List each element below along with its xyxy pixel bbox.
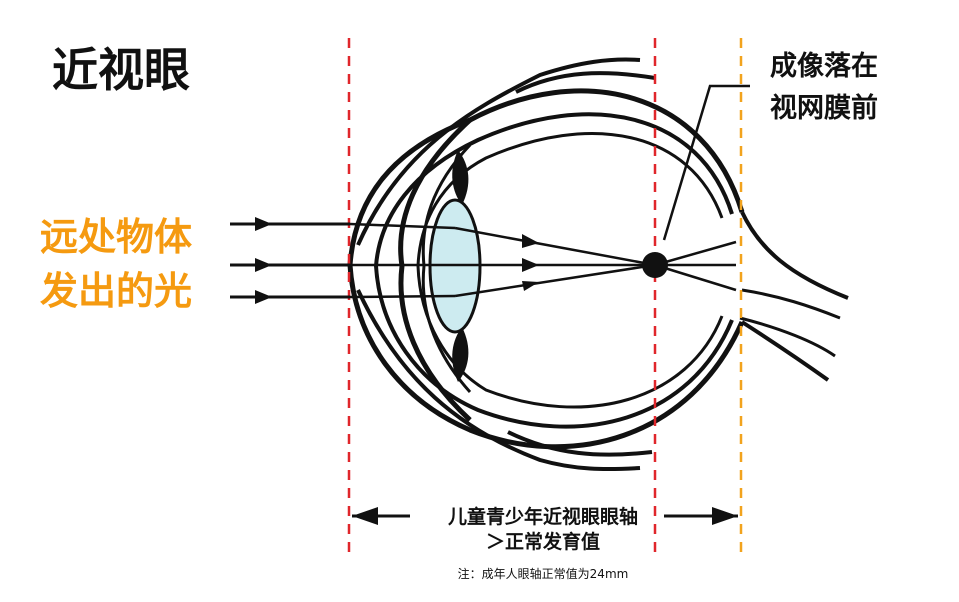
focal-point bbox=[642, 252, 668, 278]
ray-top-to-focus bbox=[454, 226, 656, 267]
arrow-right-icon bbox=[255, 217, 272, 231]
source-label-line2: 发出的光 bbox=[40, 269, 193, 313]
lower-eyelid-fold bbox=[507, 430, 653, 457]
iris-lower bbox=[452, 327, 469, 382]
upper-eyelid-fold bbox=[515, 71, 656, 94]
arrow-left-icon bbox=[352, 507, 378, 525]
arrow-right-icon bbox=[255, 290, 272, 304]
ray-top-refracted bbox=[349, 222, 456, 230]
arrow-right-icon bbox=[255, 258, 272, 272]
optic-nerve-inner-lower bbox=[739, 316, 836, 358]
source-label-line1: 远处物体 bbox=[40, 215, 193, 259]
arrow-right-icon bbox=[522, 281, 539, 291]
iris-upper bbox=[452, 150, 469, 205]
page-title: 近视眼 bbox=[52, 43, 190, 97]
arrow-right-icon bbox=[522, 234, 539, 248]
axis-note: 注：成年人眼轴正常值为24mm bbox=[457, 567, 629, 581]
lower-eyelid bbox=[356, 289, 641, 472]
axis-label-line2: ＞正常发育值 bbox=[485, 531, 600, 553]
arrow-right-icon bbox=[522, 258, 539, 272]
axis-label-line1: 儿童青少年近视眼眼轴 bbox=[447, 506, 638, 528]
optic-nerve-inner-upper bbox=[741, 288, 841, 320]
focus-label-line2: 视网膜前 bbox=[770, 93, 878, 124]
arrow-right-icon bbox=[712, 507, 738, 525]
optic-nerve-lower bbox=[740, 320, 830, 382]
upper-eyelid bbox=[356, 57, 641, 246]
focus-label-line1: 成像落在 bbox=[770, 51, 878, 82]
ray-diverge-up bbox=[654, 240, 737, 267]
focus-label-pointer bbox=[662, 84, 750, 241]
ray-diverge-down bbox=[654, 263, 737, 292]
ray-bottom-refracted bbox=[349, 294, 456, 299]
ray-bottom-to-focus bbox=[454, 263, 656, 298]
optic-nerve-upper bbox=[740, 211, 849, 300]
